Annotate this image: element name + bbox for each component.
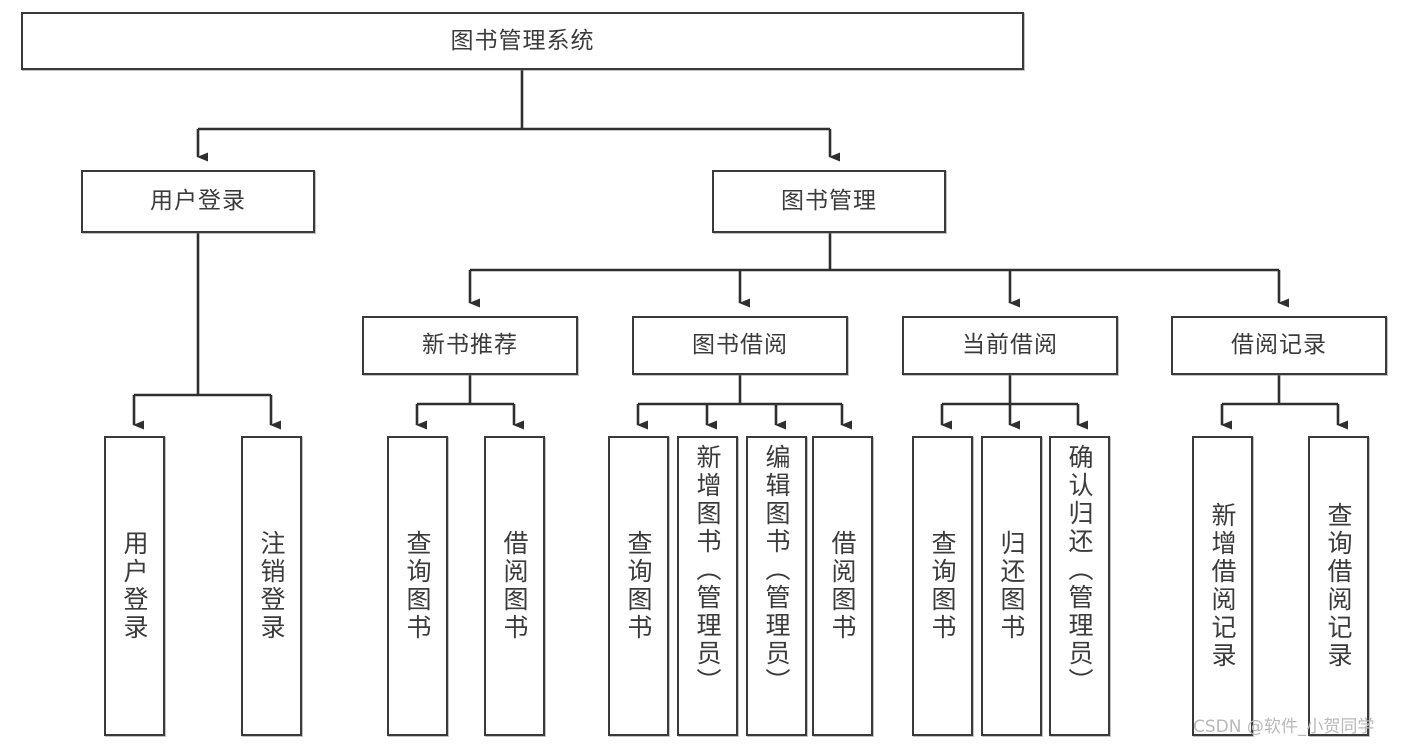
leaf-user-login-login[interactable]: 用户登录	[104, 436, 165, 736]
node-label: 当前借阅	[962, 332, 1058, 358]
leaf-new-book-query[interactable]: 查询图书	[387, 436, 448, 736]
node-root-system[interactable]: 图书管理系统	[21, 12, 1024, 70]
leaf-label: 新增图书（管理员）	[693, 444, 722, 696]
node-new-book-recommend[interactable]: 新书推荐	[362, 316, 578, 375]
leaf-label: 借阅图书	[500, 530, 529, 642]
node-label: 借阅记录	[1231, 332, 1327, 358]
node-borrow-record[interactable]: 借阅记录	[1171, 316, 1387, 375]
leaf-label: 借阅图书	[828, 530, 857, 642]
leaf-book-borrow-query[interactable]: 查询图书	[608, 436, 669, 736]
edge-group-new-book	[415, 375, 524, 430]
leaf-label: 编辑图书（管理员）	[762, 444, 791, 696]
node-user-login[interactable]: 用户登录	[81, 170, 315, 233]
leaf-label: 查询图书	[624, 530, 653, 642]
node-label: 图书借阅	[692, 332, 788, 358]
edge-group-borrow-record	[1220, 375, 1348, 430]
edge-group-book-management	[468, 233, 1289, 308]
leaf-borrow-record-add[interactable]: 新增借阅记录	[1192, 436, 1253, 736]
leaf-book-borrow-edit[interactable]: 编辑图书（管理员）	[746, 436, 807, 736]
node-current-borrow[interactable]: 当前借阅	[902, 316, 1118, 375]
edge-group-current-borrow	[940, 375, 1088, 430]
node-book-borrow[interactable]: 图书借阅	[632, 316, 848, 375]
leaf-label: 确认归还（管理员）	[1065, 444, 1094, 696]
edge-group-root	[196, 70, 840, 162]
leaf-book-borrow-borrow[interactable]: 借阅图书	[812, 436, 873, 736]
edge-group-book-borrow	[636, 375, 852, 430]
leaf-label: 查询图书	[928, 530, 957, 642]
node-label: 图书管理	[781, 188, 877, 214]
leaf-label: 查询图书	[403, 530, 432, 642]
node-label: 用户登录	[150, 188, 246, 214]
node-book-management[interactable]: 图书管理	[712, 170, 946, 233]
leaf-borrow-record-query[interactable]: 查询借阅记录	[1308, 436, 1369, 736]
leaf-current-borrow-query[interactable]: 查询图书	[912, 436, 973, 736]
edge-group-user-login	[132, 233, 281, 430]
leaf-label: 查询借阅记录	[1324, 502, 1353, 670]
leaf-label: 用户登录	[120, 530, 149, 642]
node-label: 新书推荐	[422, 332, 518, 358]
leaf-book-borrow-add[interactable]: 新增图书（管理员）	[677, 436, 738, 736]
leaf-label: 注销登录	[257, 530, 286, 642]
node-label: 图书管理系统	[450, 27, 595, 54]
leaf-new-book-borrow[interactable]: 借阅图书	[484, 436, 545, 736]
watermark-text: CSDN @软件_小贺同学	[1193, 717, 1375, 737]
leaf-user-login-logout[interactable]: 注销登录	[241, 436, 302, 736]
leaf-label: 归还图书	[997, 530, 1026, 642]
leaf-label: 新增借阅记录	[1208, 502, 1237, 670]
leaf-current-borrow-return[interactable]: 归还图书	[981, 436, 1042, 736]
leaf-current-borrow-confirm-return[interactable]: 确认归还（管理员）	[1049, 436, 1110, 736]
